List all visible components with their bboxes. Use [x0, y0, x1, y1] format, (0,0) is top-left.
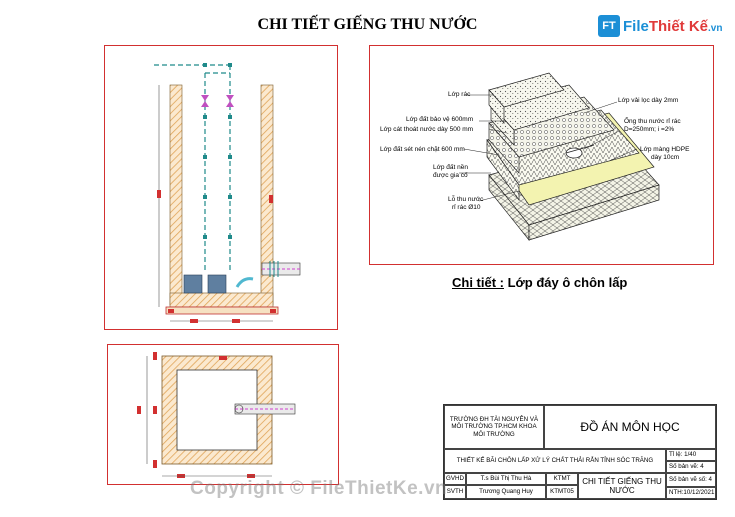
- tb-subject: THIẾT KẾ BÃI CHÔN LẤP XỬ LÝ CHẤT THẢI RẮ…: [444, 449, 666, 473]
- discharge-pipes: [154, 64, 231, 273]
- pipe-joints: [203, 63, 232, 239]
- tb-gvhd-name: T.s Bùi Thị Thu Hà: [466, 473, 546, 485]
- label-sand: Lớp cát thoát nước dày 500 mm: [380, 126, 474, 133]
- label-base-soil: Lớp đất nền: [433, 164, 468, 171]
- tb-drawing-name: CHI TIẾT GIẾNG THU NƯỚC: [578, 473, 666, 499]
- well-section-drawing: [154, 63, 301, 323]
- copyright-watermark: Copyright © FileThietKe.vn: [190, 478, 448, 499]
- tb-date: NTH:10/12/2021: [666, 487, 716, 499]
- tb-svth-label: SVTH: [444, 485, 466, 499]
- label-clay: Lớp đất sét nén chặt 600 mm: [380, 146, 465, 153]
- label-pipe-spec: D=250mm; i =2%: [624, 126, 675, 133]
- detail-caption: Chi tiết : Lớp đáy ô chôn lấp: [452, 275, 628, 290]
- inlet-pipe: [261, 261, 301, 277]
- label-drain-hole-size: rỉ rác Ø10: [452, 204, 481, 211]
- bottom-slab: [169, 292, 274, 308]
- label-base-soil-2: được gia cố: [433, 172, 468, 179]
- logo-mark-icon: FT: [598, 15, 620, 37]
- drawing-title: CHI TIẾT GIẾNG THU NƯỚC: [257, 16, 478, 33]
- label-protective-soil: Lớp đất bảo vệ 600mm: [406, 116, 474, 123]
- pump-icon: [183, 274, 254, 294]
- label-geotextile: Lớp vải lọc dày 2mm: [618, 97, 679, 104]
- label-hdpe: Lớp màng HDPE: [640, 146, 690, 153]
- tb-sheet-count: Số bản vẽ: 4: [666, 461, 716, 473]
- tb-gvhd-label: GVHD: [444, 473, 466, 485]
- label-drain-hole: Lỗ thu nước: [448, 196, 484, 203]
- layer-detail-drawing: [459, 72, 660, 241]
- tb-school: TRƯỜNG ĐH TÀI NGUYÊN VÀ MÔI TRƯỜNG TP.HC…: [444, 405, 544, 449]
- dimension-ticks: [157, 190, 276, 323]
- label-hdpe-thickness: dày 10cm: [651, 154, 680, 161]
- leader-lines: [459, 94, 638, 202]
- title-block: TRƯỜNG ĐH TÀI NGUYÊN VÀ MÔI TRƯỜNG TP.HC…: [443, 404, 717, 500]
- tb-code1: KTMT: [546, 473, 578, 485]
- tb-scale: Tỉ lệ: 1/40: [666, 449, 716, 461]
- tb-sheet-no: Số bản vẽ số: 4: [666, 473, 716, 487]
- base-slab: [165, 306, 279, 315]
- tb-project: ĐỒ ÁN MÔN HỌC: [544, 405, 716, 449]
- label-pipe: Ống thu nước rỉ rác: [624, 118, 681, 125]
- label-waste: Lớp rác: [448, 91, 471, 98]
- layer-detail-frame: [369, 45, 714, 265]
- well-plan-drawing: [137, 352, 296, 478]
- tb-code2: KTMT05: [546, 485, 578, 499]
- valve-icon: [201, 95, 234, 107]
- tb-svth-name: Trương Quang Huy: [466, 485, 546, 499]
- well-plan-frame: [107, 344, 339, 485]
- well-section-frame: [104, 45, 338, 330]
- site-logo[interactable]: FT FileThiết Kế.vn: [598, 14, 722, 38]
- logo-text: FileThiết Kế.vn: [623, 17, 723, 35]
- left-wall: [169, 84, 183, 306]
